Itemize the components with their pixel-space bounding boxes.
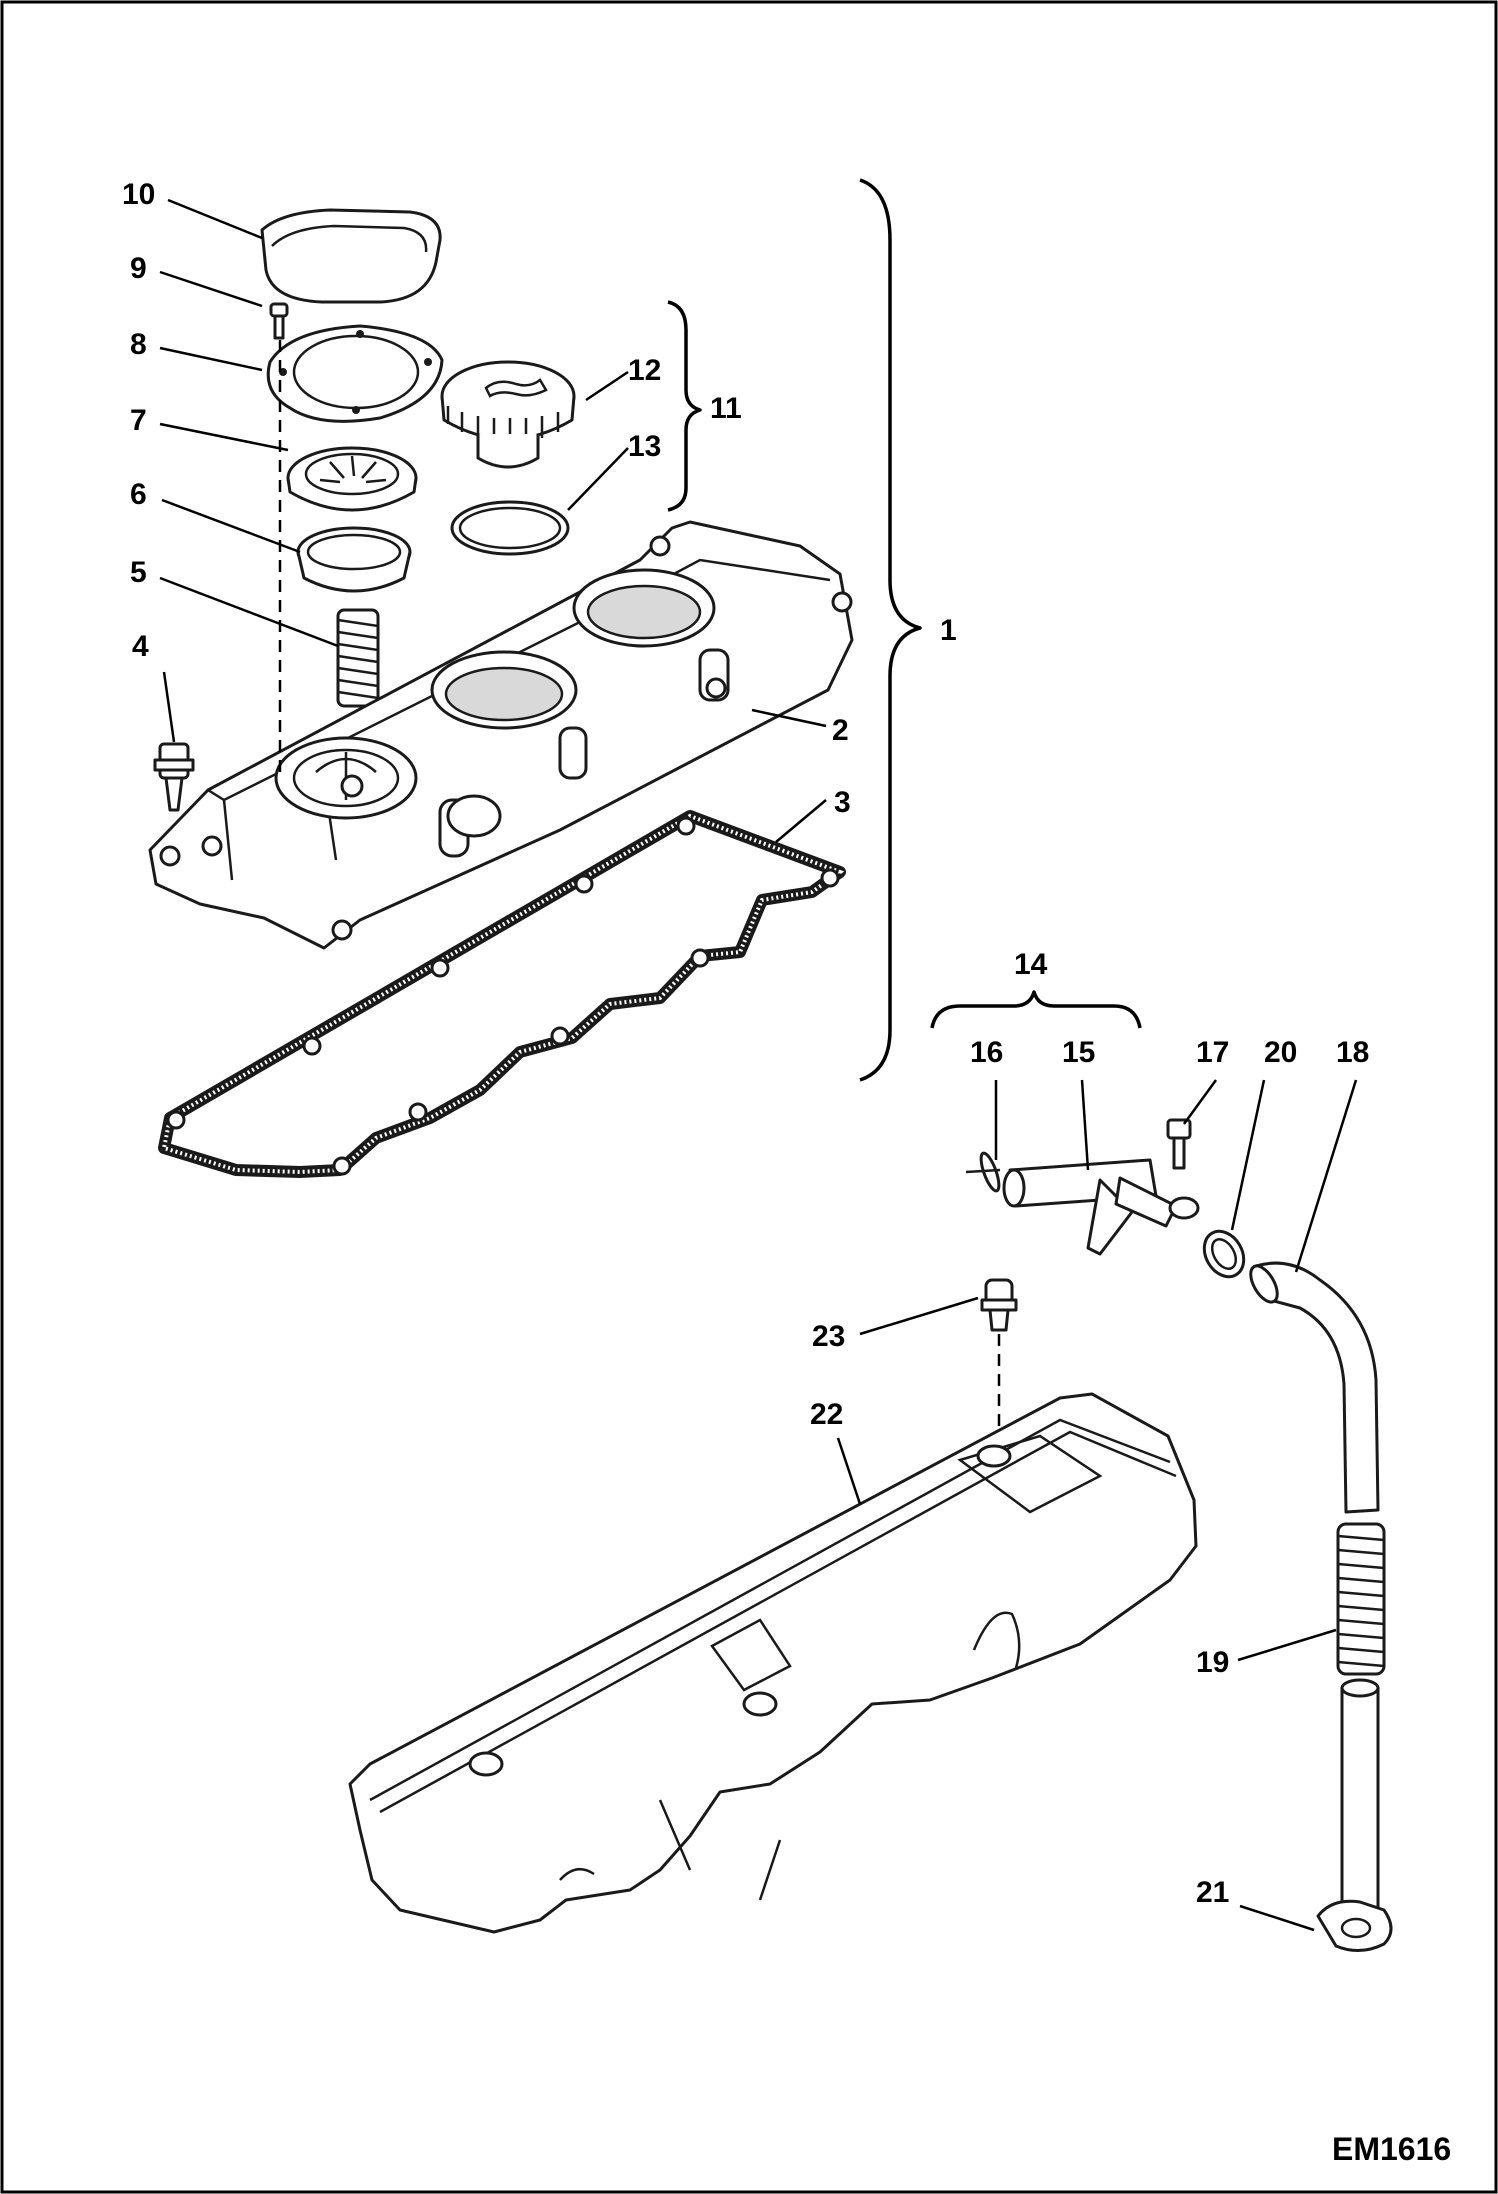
part-10-breather-cover (260, 208, 442, 304)
part-7-diaphragm (286, 446, 418, 512)
part-16-washer (965, 1151, 1001, 1193)
callout-7: 7 (130, 404, 147, 437)
callout-14: 14 (1014, 948, 1048, 981)
brace-assembly-11 (667, 300, 702, 512)
callout-20: 20 (1264, 1036, 1297, 1069)
part-9-screw (269, 302, 289, 340)
part-15-breather-tube (1002, 1158, 1178, 1256)
callout-6: 6 (130, 478, 147, 511)
callout-16: 16 (970, 1036, 1003, 1069)
part-12-oil-filler-cap (440, 360, 576, 469)
part-3-gasket (158, 810, 846, 1178)
part-5-spring (336, 608, 380, 708)
leader-lines (159, 198, 1358, 1932)
callout-13: 13 (628, 430, 661, 463)
callout-12: 12 (628, 354, 661, 387)
callout-15: 15 (1062, 1036, 1095, 1069)
part-22-lower-cover (348, 1392, 1198, 1934)
part-18-hose (1249, 1261, 1380, 1514)
callout-3: 3 (834, 786, 851, 819)
callout-23: 23 (812, 1320, 845, 1353)
part-4-bolt (153, 742, 195, 812)
callout-4: 4 (132, 630, 149, 663)
figure-id: EM1616 (1332, 2131, 1451, 2167)
callout-21: 21 (1196, 1876, 1229, 1909)
callout-18: 18 (1336, 1036, 1369, 1069)
part-21-clip (1316, 1899, 1393, 1952)
part-20-clamp (1202, 1229, 1246, 1279)
part-8-plate (266, 324, 444, 423)
callout-10: 10 (122, 178, 155, 211)
callout-22: 22 (810, 1398, 843, 1431)
callout-8: 8 (130, 328, 147, 361)
callout-1: 1 (940, 614, 957, 647)
callout-19: 19 (1196, 1646, 1229, 1679)
callout-2: 2 (832, 714, 849, 747)
part-17-bolt (1166, 1118, 1200, 1220)
callout-5: 5 (130, 556, 147, 589)
part-23-plug (980, 1278, 1018, 1332)
part-13-o-ring (450, 500, 570, 556)
callout-17: 17 (1196, 1036, 1229, 1069)
brace-assembly-14 (930, 990, 1142, 1029)
part-2-rocker-cover (148, 520, 854, 950)
part-19-corrugated-hose (1336, 1522, 1386, 1912)
part-6-cup (296, 526, 412, 593)
callout-11: 11 (710, 392, 742, 425)
callout-9: 9 (130, 252, 147, 285)
brace-assembly-1 (859, 178, 922, 1082)
